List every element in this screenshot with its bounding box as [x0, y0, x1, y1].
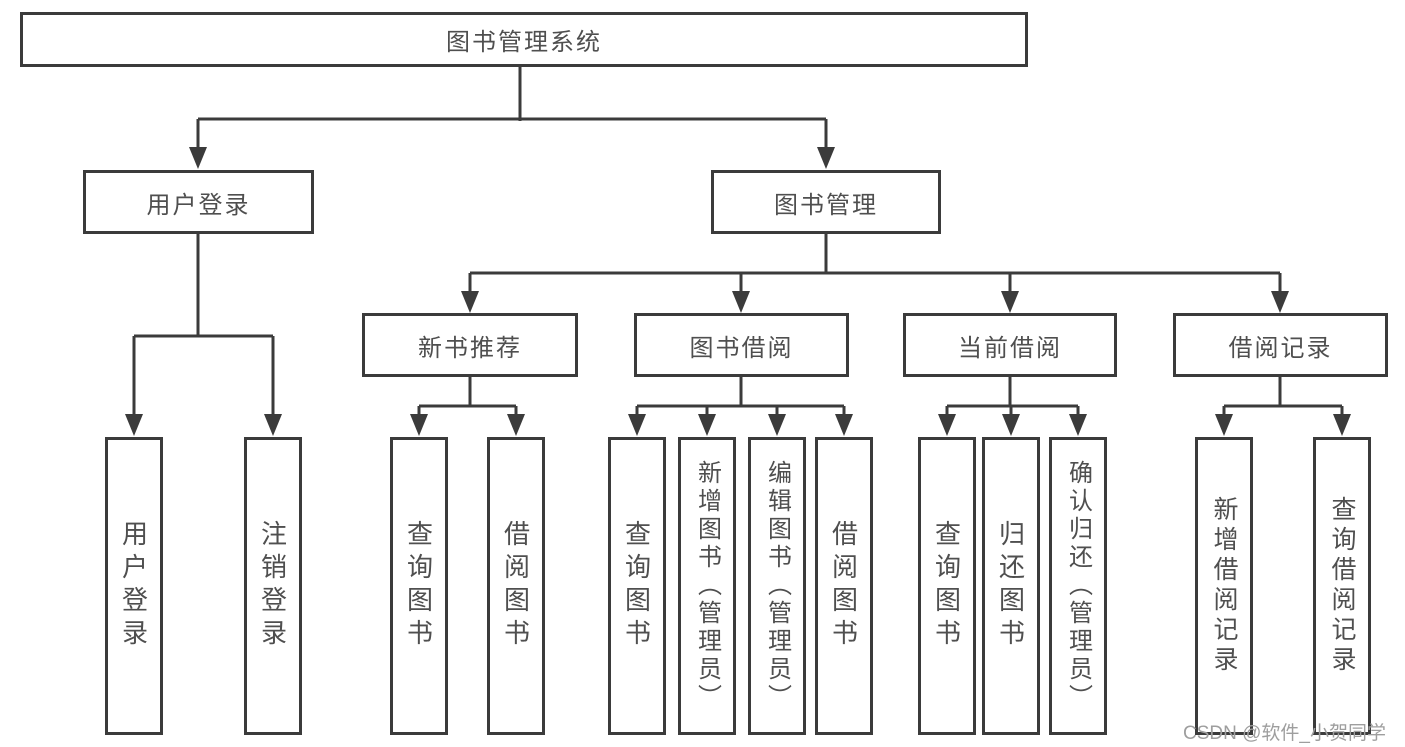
- leaf-label: 查询图书: [931, 520, 962, 652]
- leaf-user-login: 用户登录: [105, 437, 163, 735]
- node-current-borrow: 当前借阅: [903, 313, 1117, 377]
- node-label: 用户登录: [146, 191, 251, 219]
- leaf-label: 查询图书: [403, 520, 434, 652]
- leaf-add-book-admin: 新增图书（管理员）: [678, 437, 736, 735]
- leaf-label: 新增图书（管理员）: [693, 460, 721, 712]
- leaf-label: 借阅图书: [828, 520, 859, 652]
- node-label: 图书管理: [774, 191, 878, 219]
- leaf-query-books-current: 查询图书: [918, 437, 976, 735]
- arrowhead-icons: [125, 147, 1351, 436]
- watermark: CSDN @软件_小贺同学: [1183, 723, 1386, 744]
- leaf-label: 查询借阅记录: [1328, 496, 1356, 676]
- leaf-query-borrow-record: 查询借阅记录: [1313, 437, 1371, 735]
- node-borrow-records: 借阅记录: [1173, 313, 1388, 377]
- leaf-edit-book-admin: 编辑图书（管理员）: [748, 437, 806, 735]
- leaf-label: 借阅图书: [500, 520, 531, 652]
- node-label: 图书管理系统: [446, 29, 602, 56]
- node-label: 图书借阅: [689, 334, 794, 362]
- leaf-label: 查询图书: [621, 520, 652, 652]
- leaf-add-borrow-record: 新增借阅记录: [1195, 437, 1253, 735]
- leaf-borrow-books: 借阅图书: [815, 437, 873, 735]
- leaf-label: 归还图书: [995, 520, 1026, 652]
- node-label: 新书推荐: [418, 334, 522, 362]
- node-book-borrow: 图书借阅: [634, 313, 849, 377]
- leaf-label: 编辑图书（管理员）: [763, 460, 791, 712]
- node-library-management-system: 图书管理系统: [20, 12, 1028, 67]
- leaf-label: 注销登录: [257, 520, 288, 652]
- leaf-label: 确认归还（管理员）: [1064, 460, 1092, 712]
- leaf-logout: 注销登录: [244, 437, 302, 735]
- node-label: 借阅记录: [1228, 334, 1333, 362]
- leaf-label: 新增借阅记录: [1210, 496, 1238, 676]
- leaf-query-books-borrow: 查询图书: [608, 437, 666, 735]
- node-label: 当前借阅: [958, 334, 1062, 362]
- leaf-label: 用户登录: [118, 520, 149, 652]
- leaf-query-books-recommend: 查询图书: [390, 437, 448, 735]
- leaf-confirm-return-admin: 确认归还（管理员）: [1049, 437, 1107, 735]
- node-user-login: 用户登录: [83, 170, 314, 234]
- leaf-return-books: 归还图书: [982, 437, 1040, 735]
- leaf-borrow-books-recommend: 借阅图书: [487, 437, 545, 735]
- node-new-book-recommend: 新书推荐: [362, 313, 578, 377]
- node-book-management: 图书管理: [711, 170, 941, 234]
